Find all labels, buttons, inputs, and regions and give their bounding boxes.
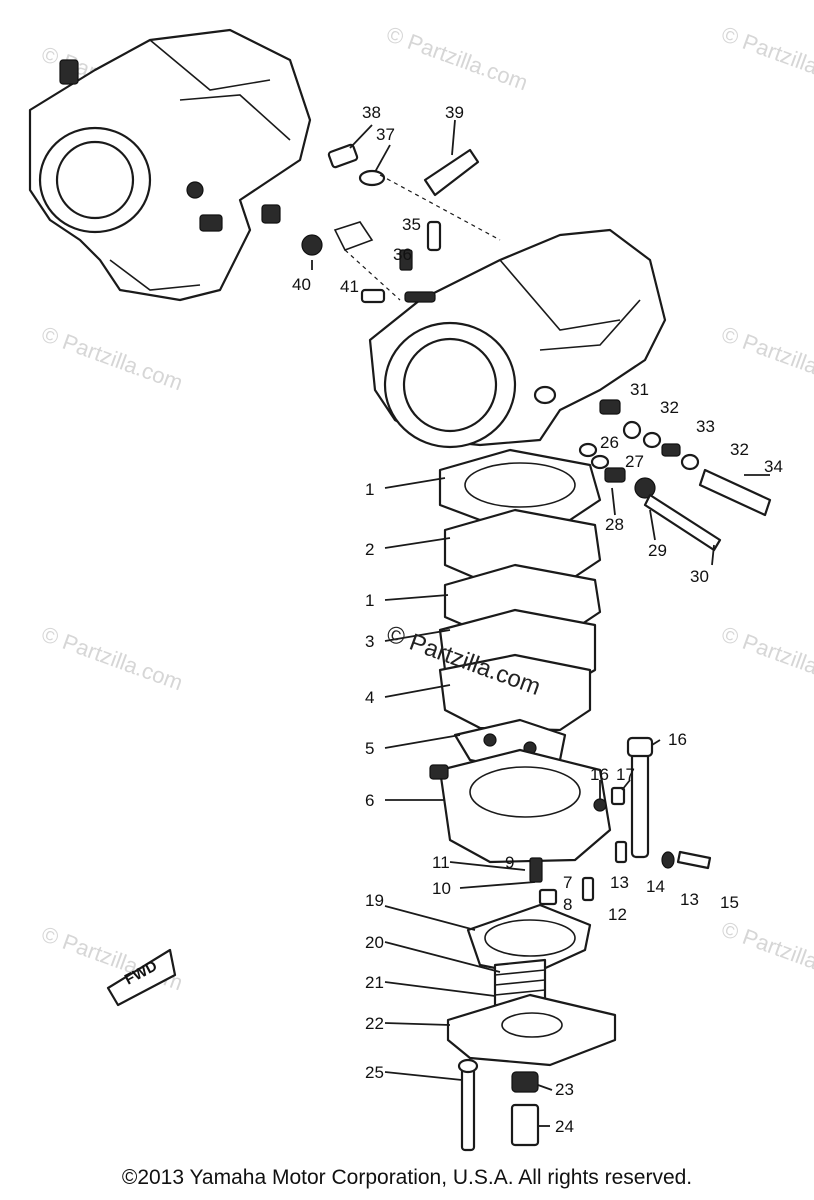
callout-24: 24	[555, 1117, 574, 1136]
callout-31: 31	[630, 380, 649, 399]
callout-8: 8	[563, 895, 572, 914]
watermark: © Partzilla.com	[718, 321, 814, 395]
callout-37: 37	[376, 125, 395, 144]
callout-16: 16	[668, 730, 687, 749]
watermark: © Partzilla.com	[383, 21, 531, 95]
leader-lines	[311, 119, 770, 1127]
callout-32: 32	[730, 440, 749, 459]
watermark: © Partzilla.com	[38, 621, 186, 695]
callout-40: 40	[292, 275, 311, 294]
callout-38: 38	[362, 103, 381, 122]
carburetor-body-lower	[368, 228, 667, 449]
callout-34: 34	[764, 457, 783, 476]
callout-17: 17	[616, 765, 635, 784]
callout-39: 39	[445, 103, 464, 122]
callout-32: 32	[660, 398, 679, 417]
callout-23: 23	[555, 1080, 574, 1099]
callout-35: 35	[402, 215, 421, 234]
callout-22: 22	[365, 1014, 384, 1033]
callout-36: 36	[393, 245, 412, 264]
fwd-arrow-icon: FWD	[106, 948, 177, 1007]
pump-stack	[429, 448, 612, 864]
callout-4: 4	[365, 688, 374, 707]
callout-28: 28	[605, 515, 624, 534]
callout-16: 16	[590, 765, 609, 784]
callout-13: 13	[610, 873, 629, 892]
callout-10: 10	[432, 879, 451, 898]
callout-30: 30	[690, 567, 709, 586]
callout-33: 33	[696, 417, 715, 436]
callout-26: 26	[600, 433, 619, 452]
callout-27: 27	[625, 452, 644, 471]
watermark: © Partzilla.com	[718, 21, 814, 95]
callout-1: 1	[365, 591, 374, 610]
carburetor-body-upper	[28, 28, 312, 302]
callout-21: 21	[365, 973, 384, 992]
callout-20: 20	[365, 933, 384, 952]
callout-13: 13	[680, 890, 699, 909]
callout-3: 3	[365, 632, 374, 651]
copyright-notice: ©2013 Yamaha Motor Corporation, U.S.A. A…	[121, 1166, 693, 1189]
watermark: © Partzilla.com	[38, 321, 186, 395]
callout-2: 2	[365, 540, 374, 559]
callout-25: 25	[365, 1063, 384, 1082]
callout-15: 15	[720, 893, 739, 912]
lower-cover-assembly	[446, 903, 617, 1152]
callout-19: 19	[365, 891, 384, 910]
callout-5: 5	[365, 739, 374, 758]
fuel-fittings-right	[578, 420, 772, 552]
callout-labels: 1 2 1 3 4 5 6 7 8 9 10 11 12 13 13 14 15…	[292, 103, 783, 1136]
watermark: © Partzilla.com	[718, 916, 814, 990]
watermark: © Partzilla.com	[718, 621, 814, 695]
callout-14: 14	[646, 877, 665, 896]
callout-12: 12	[608, 905, 627, 924]
callout-41: 41	[340, 277, 359, 296]
fasteners-upper	[301, 143, 501, 304]
callout-1: 1	[365, 480, 374, 499]
callout-29: 29	[648, 541, 667, 560]
callout-7: 7	[563, 873, 572, 892]
callout-6: 6	[365, 791, 374, 810]
callout-9: 9	[505, 853, 514, 872]
callout-11: 11	[432, 853, 450, 872]
bolts-right	[529, 736, 712, 906]
